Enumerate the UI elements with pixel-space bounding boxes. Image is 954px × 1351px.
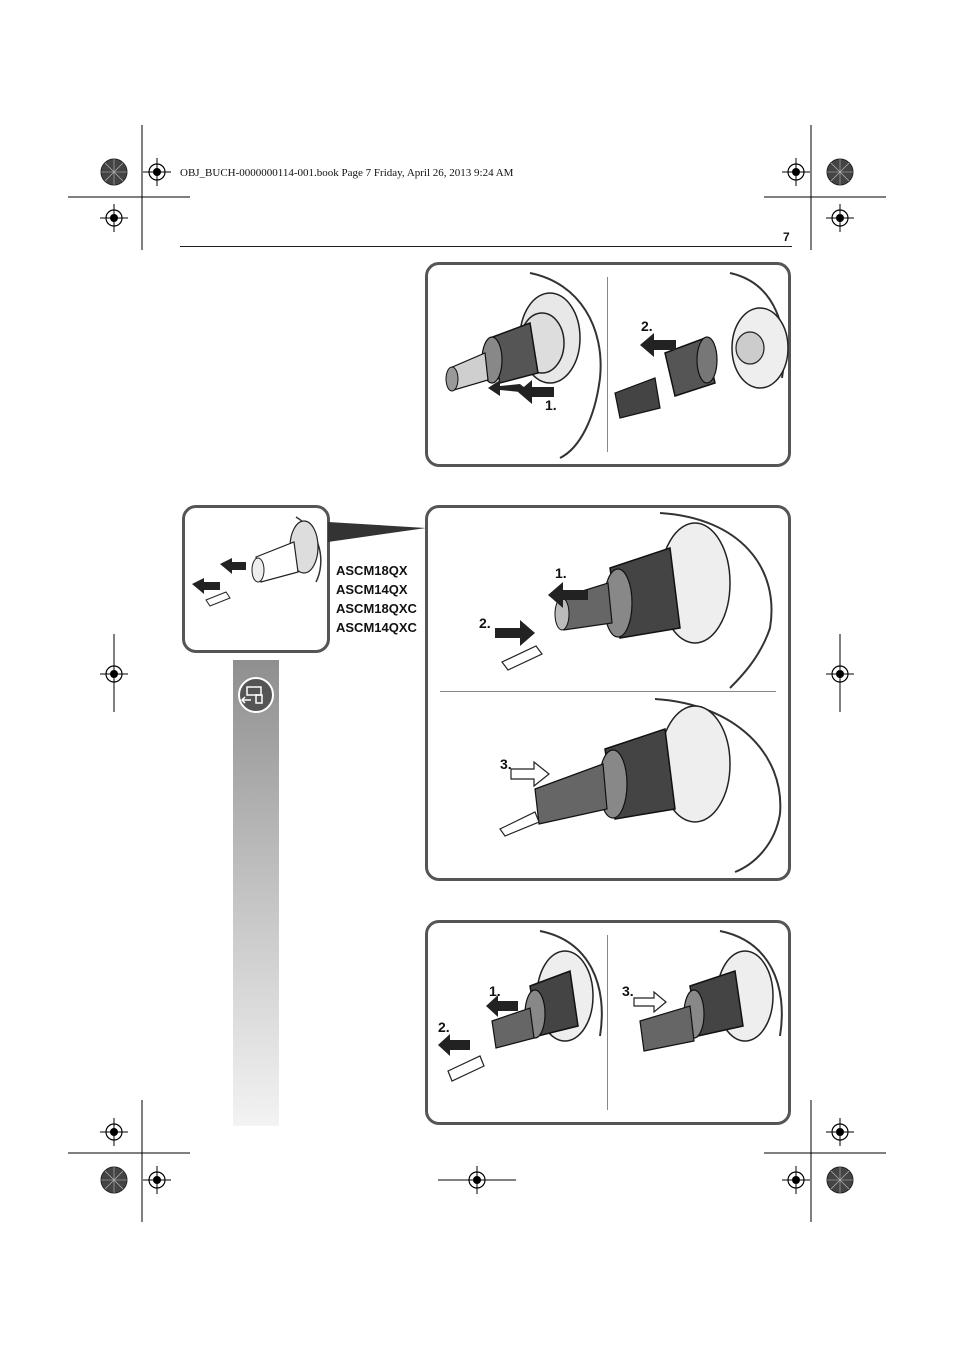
figure-2-arrow-2: [495, 620, 535, 646]
figure-3-step-3: 3.: [622, 983, 634, 999]
figure-2-illustration-bottom: [499, 698, 782, 873]
model-ascm18qx: ASCM18QX: [336, 563, 408, 578]
header-rule: [180, 246, 792, 247]
figure-2-step-3: 3.: [500, 756, 512, 772]
figure-3-illustration-left: [447, 930, 603, 1082]
file-info-header: OBJ_BUCH-0000000114-001.book Page 7 Frid…: [180, 167, 514, 179]
figure-3-arrow-2: [438, 1034, 470, 1056]
figure-1-step-1: 1.: [545, 397, 557, 413]
model-ascm14qxc: ASCM14QXC: [336, 620, 417, 635]
model-ascm14qx: ASCM14QX: [336, 582, 408, 597]
side-gradient-tab: [233, 660, 279, 1126]
figure-2-inset-illustration: [192, 516, 322, 607]
figure-1-step-2: 2.: [641, 318, 653, 334]
figure-1-divider: [607, 277, 608, 452]
figure-2-divider: [440, 691, 776, 692]
figure-3-arrow-3: [633, 990, 667, 1014]
model-ascm18qxc: ASCM18QXC: [336, 601, 417, 616]
figure-3-panel: [425, 920, 791, 1125]
inset-callout-pointer: [328, 522, 426, 542]
figure-2-arrow-3: [510, 760, 550, 788]
figure-2-step-2: 2.: [479, 615, 491, 631]
figure-3-divider: [607, 935, 608, 1110]
figure-2-panel: [425, 505, 791, 881]
figure-2-illustration-top: [554, 512, 773, 689]
figure-1-arrow-2: [640, 333, 676, 357]
figure-2-step-1: 1.: [555, 565, 567, 581]
page-number: 7: [783, 230, 790, 244]
drill-chuck-change-icon: [238, 677, 274, 713]
figure-3-step-1: 1.: [489, 983, 501, 999]
figure-2-arrow-1: [548, 582, 588, 608]
figure-3-illustration-right: [639, 930, 783, 1052]
figure-1-arrow-1: [518, 380, 554, 404]
figure-1-illustration-right: [614, 272, 789, 419]
figure-3-arrow-1: [486, 995, 518, 1017]
screwdriver-bit: [501, 645, 543, 671]
figure-1-illustration-left: [445, 272, 602, 459]
model-list: ASCM18QX ASCM14QX ASCM18QXC ASCM14QXC: [336, 561, 417, 637]
figure-3-step-2: 2.: [438, 1019, 450, 1035]
